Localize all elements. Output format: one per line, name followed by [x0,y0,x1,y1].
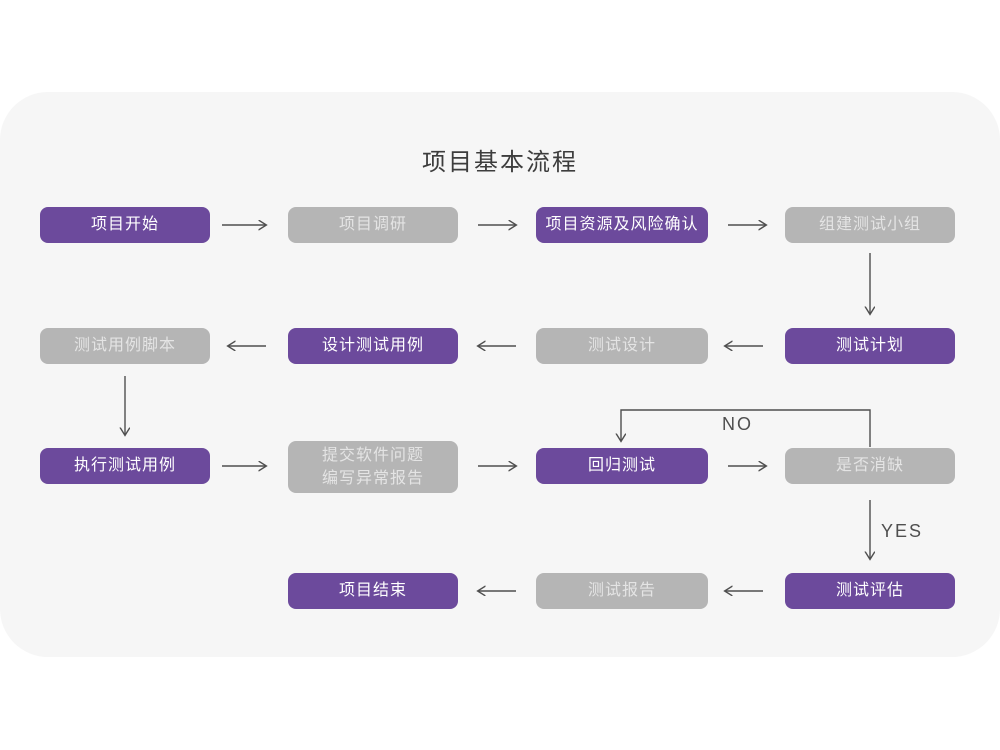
node-project-end: 项目结束 [288,573,458,609]
node-test-design: 测试设计 [536,328,708,364]
node-test-plan: 测试计划 [785,328,955,364]
node-regression-test: 回归测试 [536,448,708,484]
node-test-evaluation: 测试评估 [785,573,955,609]
node-defect-cleared: 是否消缺 [785,448,955,484]
node-project-research: 项目调研 [288,207,458,243]
node-test-case-script: 测试用例脚本 [40,328,210,364]
diagram-title: 项目基本流程 [422,149,578,176]
no-branch-label: NO [722,414,753,434]
flowchart-card [0,92,1000,657]
node-project-start: 项目开始 [40,207,210,243]
node-test-report: 测试报告 [536,573,708,609]
node-form-test-team: 组建测试小组 [785,207,955,243]
yes-branch-label: YES [881,521,924,541]
node-submit-issue-report: 提交软件问题 编写异常报告 [288,441,458,493]
node-resources-risk: 项目资源及风险确认 [536,207,708,243]
node-execute-test-cases: 执行测试用例 [40,448,210,484]
node-design-test-cases: 设计测试用例 [288,328,458,364]
